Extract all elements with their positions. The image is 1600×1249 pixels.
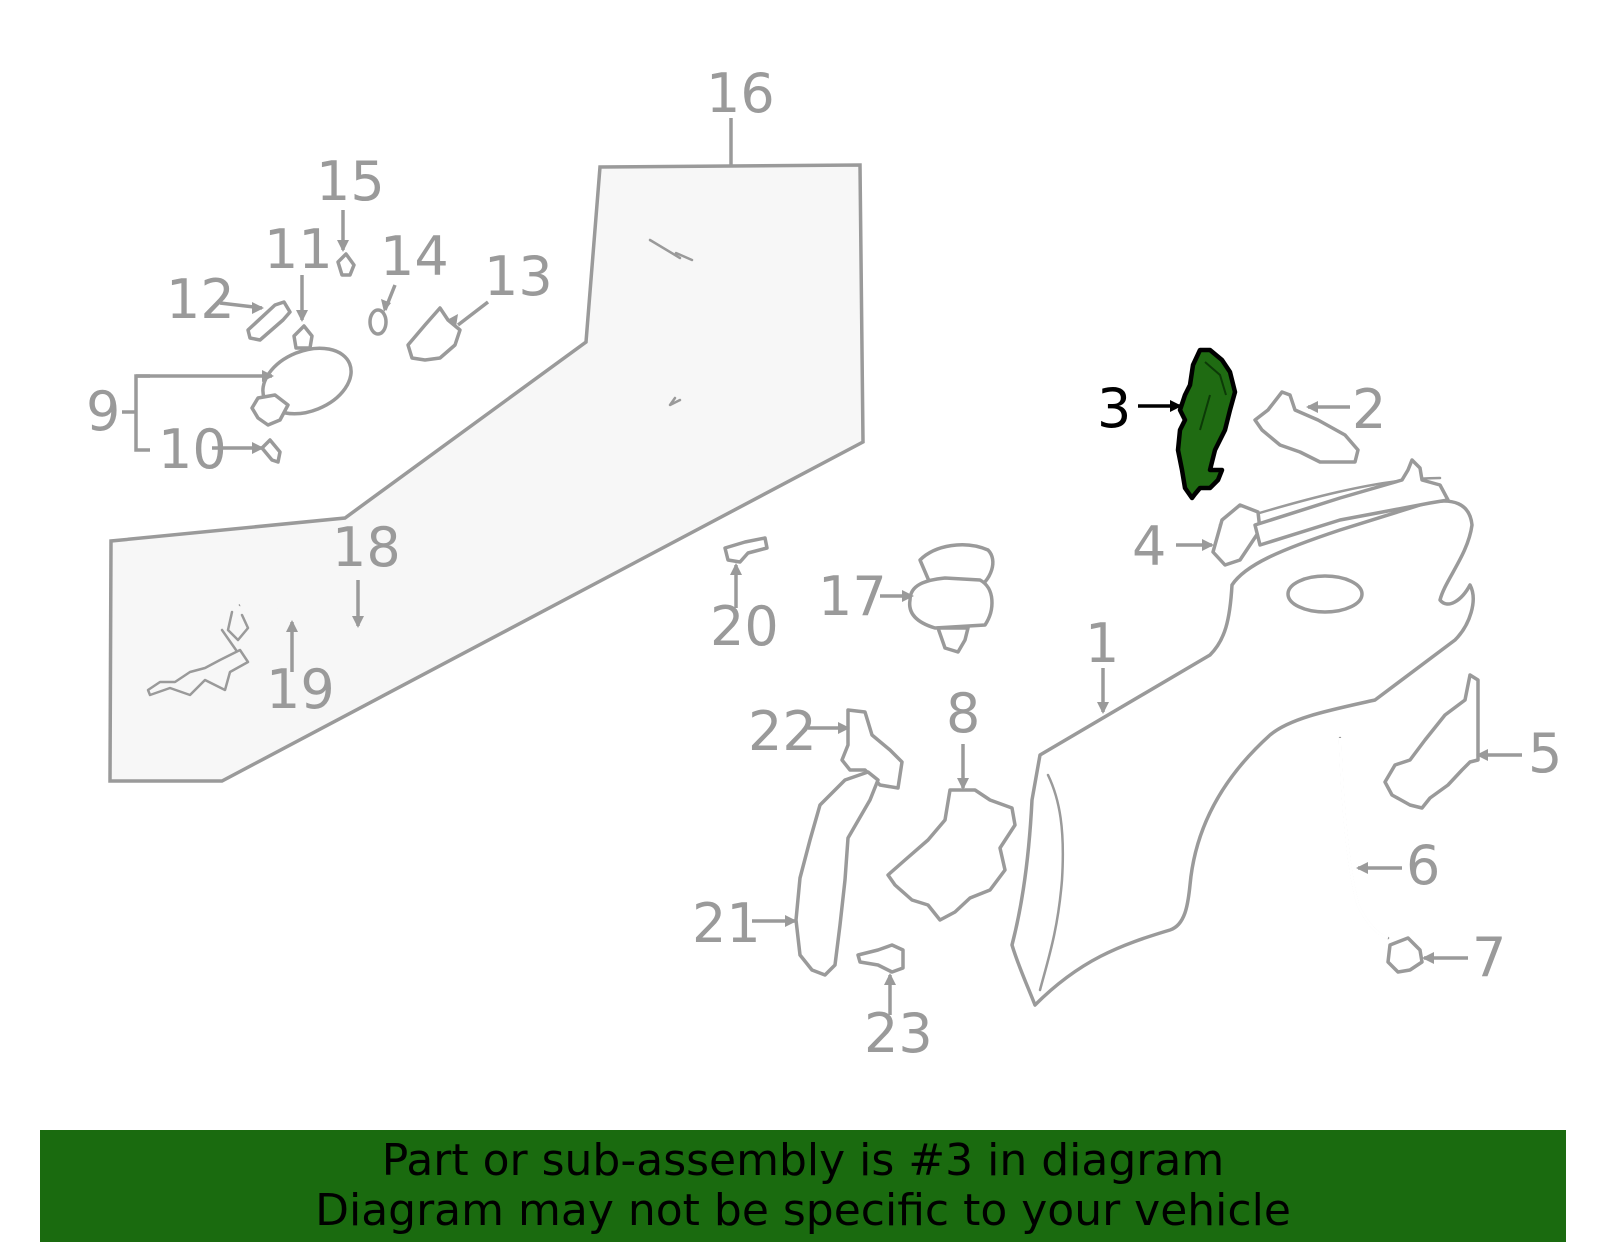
- part-21-trim: [794, 770, 880, 977]
- part-2-bracket: [1253, 390, 1360, 464]
- banner-line-2: Diagram may not be specific to your vehi…: [315, 1185, 1291, 1236]
- part-10-clip: [260, 438, 282, 464]
- part-20-screw: [723, 536, 769, 564]
- part-3-highlighted: [1175, 347, 1238, 501]
- callout-18: 18: [332, 516, 401, 579]
- callout-12: 12: [166, 268, 235, 331]
- parts-diagram: 16 15 11 14 13 12 9 10 18 19 20 17 22 21…: [86, 62, 1562, 1065]
- callout-23: 23: [864, 1002, 933, 1065]
- callout-1: 1: [1085, 612, 1119, 675]
- callout-19: 19: [266, 658, 335, 721]
- part-11-cap: [292, 324, 314, 350]
- part-17-clip: [907, 543, 995, 654]
- part-7-clip: [1386, 936, 1424, 974]
- callout-11: 11: [264, 218, 333, 281]
- fuel-door: [250, 346, 353, 427]
- part-4-panel: [1211, 503, 1262, 567]
- fuel-lines: [146, 232, 813, 697]
- callout-21: 21: [692, 892, 761, 955]
- callout-2: 2: [1352, 378, 1386, 441]
- fuel-line-assembly-box: [108, 163, 865, 783]
- callout-17: 17: [818, 565, 887, 628]
- callout-20: 20: [710, 595, 779, 658]
- part-23-bolt: [856, 943, 905, 974]
- part-22-bracket: [840, 708, 904, 790]
- part-1-quarter-panel: [1010, 476, 1475, 1007]
- callout-14: 14: [380, 225, 449, 288]
- callout-22: 22: [748, 700, 817, 763]
- part-15-nut: [336, 252, 356, 277]
- info-banner: Part or sub-assembly is #3 in diagram Di…: [40, 1130, 1566, 1242]
- part-12-bolt: [246, 300, 292, 342]
- callout-5: 5: [1528, 722, 1562, 785]
- callout-15: 15: [316, 150, 385, 213]
- callout-8: 8: [946, 682, 980, 745]
- callout-4: 4: [1132, 515, 1166, 578]
- banner-line-1: Part or sub-assembly is #3 in diagram: [381, 1135, 1225, 1186]
- callout-3: 3: [1097, 377, 1131, 440]
- callout-9: 9: [86, 380, 120, 443]
- part-rail: [1253, 458, 1450, 547]
- callout-13: 13: [484, 245, 553, 308]
- callout-7: 7: [1472, 926, 1506, 989]
- part-5-bracket: [1383, 673, 1480, 810]
- part-14-grommet: [368, 308, 388, 336]
- part-8-extension: [886, 788, 1017, 922]
- callout-6: 6: [1406, 834, 1440, 897]
- callout-16: 16: [706, 62, 775, 125]
- part-13-bracket: [406, 306, 462, 362]
- callout-10: 10: [158, 418, 227, 481]
